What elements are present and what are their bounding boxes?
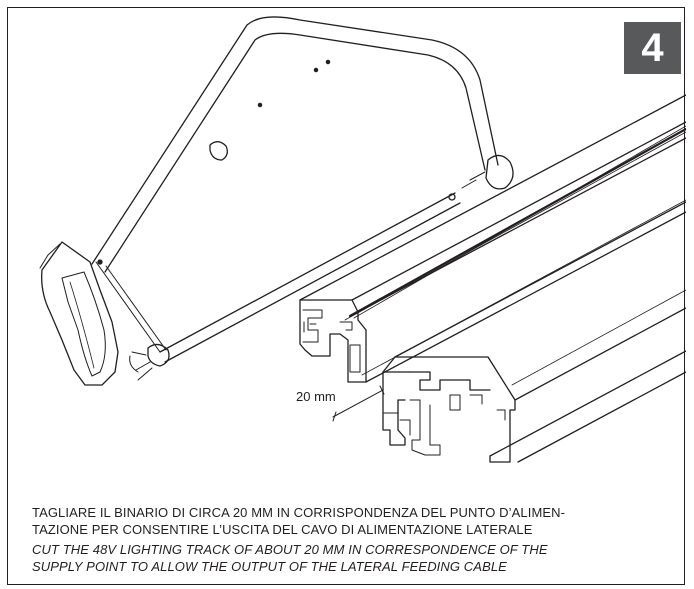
caption-italian-line-2: TAZIONE PER CONSENTIRE L’USCITA DEL CAVO… <box>32 521 533 537</box>
instruction-captions: TAGLIARE IL BINARIO DI CIRCA 20 MM IN CO… <box>32 505 672 575</box>
page-frame <box>7 7 685 585</box>
installation-illustration <box>39 16 686 463</box>
hacksaw-icon <box>39 16 514 386</box>
lighting-track-icon <box>299 94 686 383</box>
caption-english-line-2: SUPPLY POINT TO ALLOW THE OUTPUT OF THE … <box>32 558 507 574</box>
lighting-track-front <box>382 201 686 463</box>
caption-italian-line-1: TAGLIARE IL BINARIO DI CIRCA 20 MM IN CO… <box>32 505 566 520</box>
caption-english-line-1: CUT THE 48V LIGHTING TRACK OF ABOUT 20 M… <box>32 542 548 557</box>
dimension-marker <box>332 385 385 422</box>
step-number-badge: 4 <box>624 22 681 74</box>
dimension-label: 20 mm <box>296 389 336 404</box>
